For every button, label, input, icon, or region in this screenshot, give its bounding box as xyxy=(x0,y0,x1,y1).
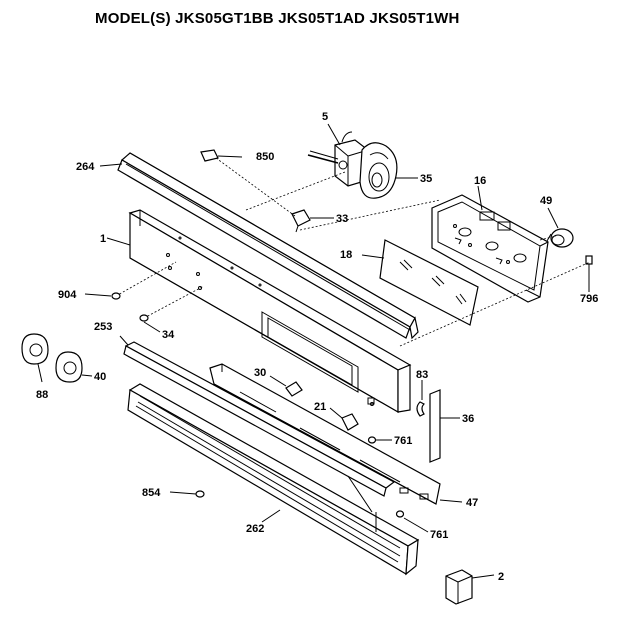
part-21 xyxy=(329,407,359,431)
shaft-30 xyxy=(269,375,303,397)
screw-854 xyxy=(169,490,205,498)
label-47: 47 xyxy=(466,497,478,509)
label-40: 40 xyxy=(94,371,106,383)
bracket-2 xyxy=(445,569,495,605)
part-83 xyxy=(416,380,426,417)
panel-47 xyxy=(209,363,463,505)
diagram-title: MODEL(S) JKS05GT1BB JKS05T1AD JKS05T1WH xyxy=(95,10,460,27)
label-21: 21 xyxy=(314,401,326,413)
label-1: 1 xyxy=(100,233,106,245)
switch-board-16 xyxy=(431,185,549,303)
label-35: 35 xyxy=(420,173,432,185)
screw-761-upper xyxy=(367,436,392,444)
label-83: 83 xyxy=(416,369,428,381)
bracket-88 xyxy=(21,333,49,383)
trim-strip-264 xyxy=(117,152,419,340)
label-262: 262 xyxy=(246,523,264,535)
knob-49 xyxy=(546,207,574,248)
control-panel-1 xyxy=(128,209,412,414)
part-34 xyxy=(139,314,161,333)
strip-253 xyxy=(119,335,396,497)
label-5: 5 xyxy=(322,111,328,123)
label-850: 850 xyxy=(256,151,274,163)
label-796: 796 xyxy=(580,293,598,305)
label-2: 2 xyxy=(498,571,504,583)
screw-761-lower xyxy=(395,510,429,533)
clip-33 xyxy=(291,209,334,233)
label-253: 253 xyxy=(94,321,112,333)
timer-motor-5 xyxy=(307,123,369,187)
assembly-lines xyxy=(115,157,591,347)
vent-panel-262 xyxy=(127,383,420,576)
label-18: 18 xyxy=(340,249,352,261)
label-16: 16 xyxy=(474,175,486,187)
part-850 xyxy=(200,149,243,162)
label-761-upper: 761 xyxy=(394,435,412,447)
label-36: 36 xyxy=(462,413,474,425)
clock-dial-35 xyxy=(359,142,418,199)
part-796 xyxy=(585,255,593,292)
label-264: 264 xyxy=(76,161,95,173)
label-30: 30 xyxy=(254,367,266,379)
label-34: 34 xyxy=(162,329,175,341)
glass-18 xyxy=(361,239,479,326)
label-33: 33 xyxy=(336,213,348,225)
label-761-lower: 761 xyxy=(430,529,448,541)
label-49: 49 xyxy=(540,195,552,207)
label-88: 88 xyxy=(36,389,48,401)
bracket-40 xyxy=(55,351,93,383)
label-904: 904 xyxy=(58,289,77,301)
screw-904 xyxy=(84,292,121,300)
bar-36 xyxy=(429,389,460,463)
label-854: 854 xyxy=(142,487,161,499)
